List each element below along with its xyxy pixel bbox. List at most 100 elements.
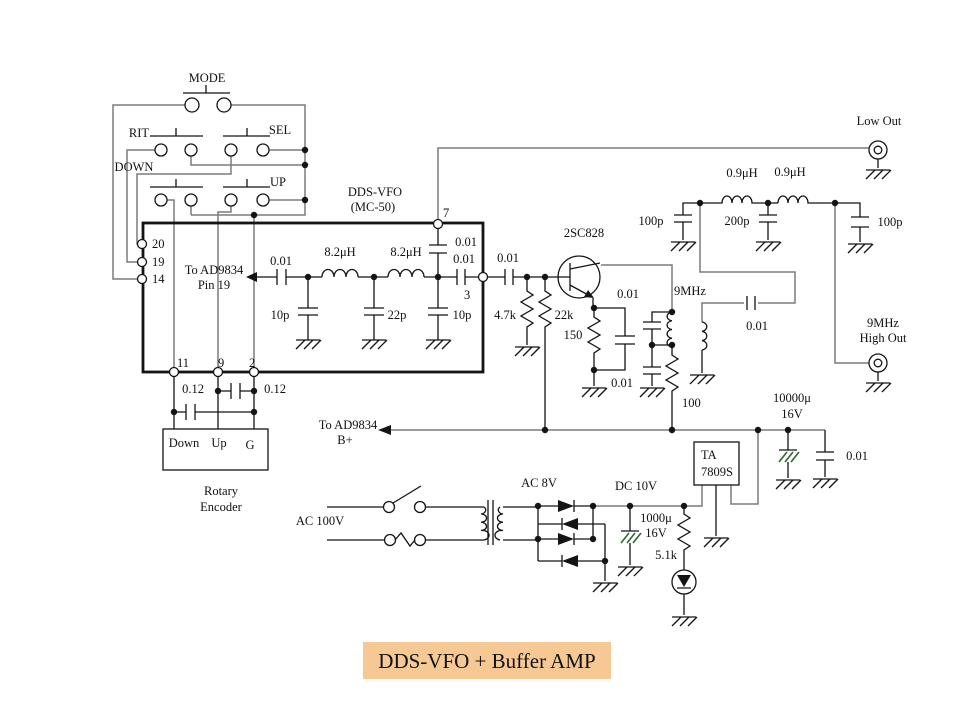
resistor-22k (537, 277, 553, 430)
encoder-name-1: Rotary (204, 484, 239, 498)
low-out-connector-pin (873, 145, 883, 155)
cap-1000u (621, 506, 639, 565)
cap-1000u-voltage: 16V (645, 526, 667, 540)
module-sub: (MC-50) (351, 200, 395, 214)
pin14-label: 14 (152, 272, 165, 286)
wire-down-to-pin11 (167, 199, 175, 368)
module-pins (136, 218, 489, 378)
wire-up-to-pin9 (217, 206, 232, 368)
power-switch-contact[interactable] (413, 500, 427, 514)
module-name: DDS-VFO (348, 185, 402, 199)
cap-pin3-value: 0.01 (453, 252, 475, 266)
bridge-wires (538, 560, 606, 581)
encoder-g-label: G (245, 438, 254, 452)
cap-0.01-output-coupling (746, 296, 756, 310)
down-switch-contact[interactable] (154, 193, 168, 207)
mode-switch-contact[interactable] (216, 97, 232, 113)
cap-10000u-hatch-icon (778, 451, 800, 463)
lpf-cap2-value: 200p (725, 214, 750, 228)
up-label: UP (270, 175, 286, 189)
ground-icon (361, 339, 388, 350)
bridge-wires (537, 505, 594, 561)
mode-switch-contact[interactable] (184, 97, 200, 113)
pin-3 (477, 271, 489, 283)
ground-icon (775, 479, 802, 490)
cap-0.01-bplus (816, 430, 834, 477)
inductor1-value: 8.2μH (324, 245, 355, 259)
resistor-100 (664, 345, 680, 430)
down-label: DOWN (115, 160, 154, 174)
lpf-cap1-value: 100p (639, 214, 664, 228)
ground-icon (865, 382, 892, 393)
cap-10p-1 (298, 277, 318, 340)
transistor-collector (569, 262, 601, 270)
sel-switch-contact[interactable] (224, 143, 238, 157)
up-switch-contact[interactable] (224, 193, 238, 207)
led-diode-icon (677, 575, 691, 587)
rit-switch-contact[interactable] (154, 143, 168, 157)
power-switch-contact[interactable] (382, 500, 396, 514)
down-switch-contact[interactable] (184, 193, 198, 207)
lpf-l2-value: 0.9μH (774, 165, 805, 179)
cap-0.01-bplus-value: 0.01 (846, 449, 868, 463)
output-connectors (865, 140, 892, 393)
cap-tank-upper (643, 311, 672, 346)
regulator-name-2: 7809S (701, 465, 733, 479)
cap-10000u-voltage: 16V (781, 407, 803, 421)
up-switch-bar (223, 179, 270, 188)
ac-input-label: AC 100V (296, 514, 344, 528)
inductor-0.9uH-2 (777, 195, 835, 204)
down-switch-bar (150, 179, 203, 188)
cap-coupling-value: 0.01 (497, 251, 519, 265)
fuse-contact (413, 533, 427, 547)
encoder-down-label: Down (169, 436, 200, 450)
title-block: DDS-VFO + Buffer AMP (363, 642, 611, 679)
wire-pin7-to-low-out (437, 147, 869, 219)
dc10v-label: DC 10V (615, 479, 657, 493)
note-pin19-line2: Pin 19 (198, 278, 230, 292)
wire-ift-secondary-to-lpf (699, 203, 796, 322)
encoder-wires (173, 377, 255, 429)
cap-0.01-emitter-bypass (594, 307, 635, 371)
ground-icon (592, 582, 619, 593)
pin-19 (136, 256, 148, 268)
pin-11 (168, 366, 180, 378)
pin2-label: 2 (249, 356, 255, 370)
bridge-wires (538, 523, 606, 561)
note-bplus-line1: To AD9834 (319, 418, 378, 432)
ground-icon (514, 346, 541, 357)
wire (503, 506, 538, 541)
sel-switch-contact[interactable] (256, 143, 270, 157)
resistor-150-value: 150 (564, 328, 583, 342)
inductor-0.9uH-1 (700, 195, 778, 204)
sel-switch-bar (223, 128, 270, 137)
vfo-output-filter (246, 229, 478, 350)
emitter-arrow (584, 290, 594, 298)
wire-collector-to-ift (601, 264, 673, 312)
rit-switch-bar (150, 128, 203, 137)
cap-10p2-value: 10p (453, 308, 472, 322)
ground-icon (617, 566, 644, 577)
encoder-up-label: Up (211, 436, 226, 450)
pin-14 (136, 273, 148, 285)
cap-100p-1 (674, 202, 700, 240)
cap-0.12-up-value: 0.12 (264, 382, 286, 396)
resistor-4.7k (519, 277, 535, 345)
cap-tank-value: 0.01 (611, 376, 633, 390)
cap-10000u (779, 430, 797, 478)
routing-wires (112, 104, 869, 507)
inductor2-value: 8.2μH (390, 245, 421, 259)
encoder-name-2: Encoder (200, 500, 242, 514)
pin19-label: 19 (152, 255, 165, 269)
resistor-22k-value: 22k (555, 308, 575, 322)
note-pin19-line1: To AD9834 (185, 263, 244, 277)
high-out-label-1: 9MHz (867, 316, 899, 330)
rit-switch-contact[interactable] (184, 143, 198, 157)
ground-icon (295, 339, 322, 350)
up-switch-contact[interactable] (256, 193, 270, 207)
cap-0.12-down (174, 404, 254, 420)
diode-icon (562, 518, 578, 530)
lpf-section (670, 195, 874, 254)
page-title: DDS-VFO + Buffer AMP (378, 649, 595, 673)
